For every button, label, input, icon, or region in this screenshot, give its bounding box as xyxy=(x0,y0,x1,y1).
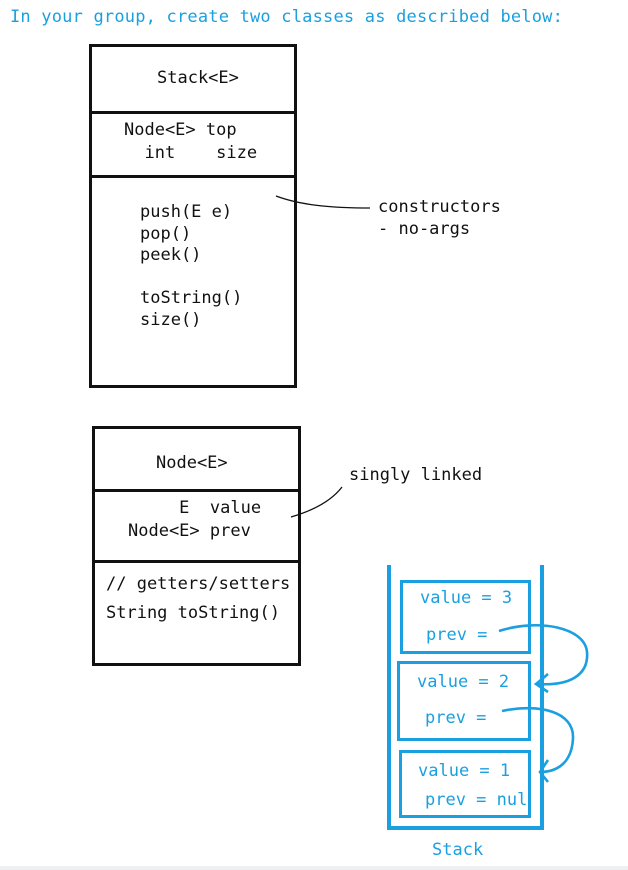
stack-container-left-wall xyxy=(387,565,391,830)
stack-node-value: value = 1 xyxy=(418,761,511,781)
stack-field-size: int size xyxy=(124,143,258,163)
stack-container-bottom xyxy=(387,826,544,830)
stack-node-prev: prev = xyxy=(426,625,488,645)
stack-fields-divider xyxy=(89,175,297,178)
page-heading: In your group, create two classes as des… xyxy=(10,7,564,27)
node-method-getters-setters: // getters/setters xyxy=(106,574,291,594)
node-field-prev: Node<E> prev xyxy=(128,521,251,541)
stack-node-box xyxy=(399,750,531,818)
stack-node-box xyxy=(400,580,531,654)
stack-node-prev: prev = nul xyxy=(425,790,528,810)
node-method-tostring: String toString() xyxy=(106,603,280,623)
stack-method-push: push(E e) xyxy=(140,202,233,222)
prev-arrow-3-to-2-head xyxy=(533,673,549,694)
bottom-divider xyxy=(0,866,628,870)
stack-node-prev: prev = xyxy=(425,708,487,728)
node-name-divider xyxy=(92,489,301,492)
stack-method-peek: peek() xyxy=(140,245,202,265)
node-class-border xyxy=(92,426,301,666)
stack-class-border xyxy=(89,44,297,388)
stack-note-connector xyxy=(275,195,371,209)
stack-method-size: size() xyxy=(140,310,202,330)
stack-note-no-args: - no-args xyxy=(378,219,471,239)
prev-arrow-3-to-2 xyxy=(498,624,589,686)
stack-node-value: value = 2 xyxy=(417,672,510,692)
stack-node-box xyxy=(397,661,531,741)
node-note-singly-linked: singly linked xyxy=(349,465,483,485)
stack-method-pop: pop() xyxy=(140,224,192,244)
stack-field-top: Node<E> top xyxy=(124,120,237,140)
prev-arrow-2-to-1 xyxy=(501,706,575,774)
stack-method-tostring: toString() xyxy=(140,288,243,308)
node-class-name: Node<E> xyxy=(156,453,228,473)
stack-name-divider xyxy=(89,111,297,114)
node-field-value: E value xyxy=(128,498,262,518)
node-fields-divider xyxy=(92,560,301,563)
stack-note-constructors: constructors xyxy=(378,197,501,217)
stack-label: Stack xyxy=(432,840,484,860)
node-note-connector xyxy=(290,486,343,518)
stack-class-name: Stack<E> xyxy=(157,68,239,88)
stack-node-value: value = 3 xyxy=(420,588,513,608)
prev-arrow-2-to-1-head xyxy=(538,759,550,783)
stack-container-right-wall xyxy=(540,565,544,830)
